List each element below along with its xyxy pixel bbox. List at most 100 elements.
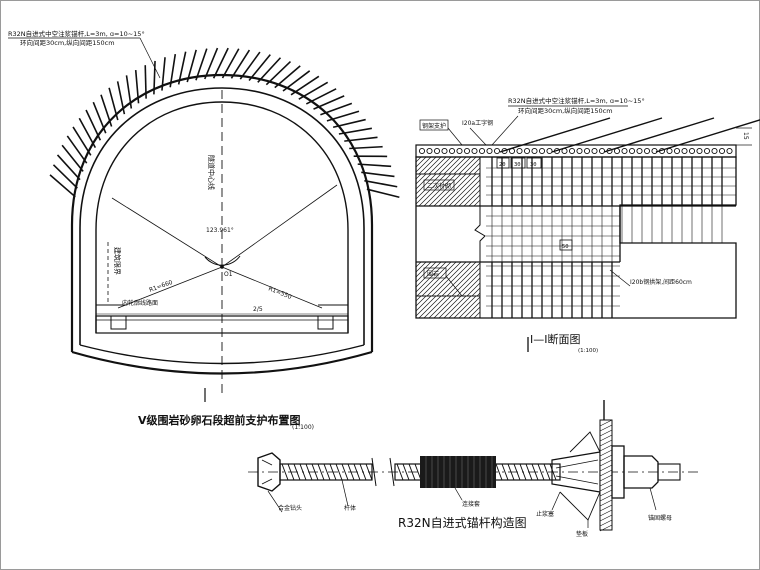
tunnel-note-line1: R32N自进式中空注浆锚杆,L=3m, ɑ=10~15°	[8, 29, 145, 38]
hatch-line	[415, 261, 427, 273]
break-line	[474, 157, 486, 318]
label-secondary-lining: 二次衬砌	[427, 182, 451, 190]
lining-circle	[523, 147, 531, 155]
thread	[543, 463, 551, 481]
section-scale: (1:100)	[578, 348, 598, 354]
hatch-line	[423, 156, 442, 175]
hatch-line	[415, 156, 432, 173]
thread	[293, 463, 301, 481]
label-i20-steel: I20a工字钢	[462, 119, 493, 127]
dim-box-1	[496, 157, 510, 169]
lining-circle	[621, 147, 628, 155]
label-drill-bit: 合金钻头	[278, 504, 302, 512]
hatch-line	[453, 156, 472, 175]
hatch-line	[458, 184, 481, 207]
hatch-line	[415, 173, 447, 205]
anchor-bolt	[364, 179, 398, 188]
label-stopper: 止浆塞	[536, 510, 554, 518]
primary-support	[79, 87, 365, 345]
hatch-line	[415, 261, 432, 278]
hatch-line	[463, 157, 481, 175]
i20-leader	[469, 127, 487, 146]
hatch-line	[456, 272, 481, 297]
hatch-line	[423, 295, 447, 319]
thread	[495, 463, 503, 481]
anchor-bolt	[49, 174, 76, 198]
wall-hatch	[599, 504, 613, 512]
hatch-line	[453, 295, 477, 319]
lining-circle	[538, 147, 546, 155]
drill-bit	[257, 452, 281, 492]
hatch-line	[443, 173, 477, 207]
hatch-line	[415, 261, 437, 283]
anchor-bolt	[257, 57, 282, 83]
anchor-bolt	[66, 135, 88, 164]
stopper-leader	[551, 491, 561, 511]
tunnel-note-line2: 环向间距30cm,纵向间距150cm	[20, 38, 115, 47]
outer-lining	[70, 73, 374, 352]
thread	[549, 463, 557, 481]
coupler-leader	[454, 487, 463, 501]
thread	[525, 463, 533, 481]
radius-line-lower-left	[117, 266, 223, 309]
lining-circle	[703, 147, 711, 155]
lining-circle	[666, 147, 673, 155]
label-plate: 垫板	[576, 530, 588, 538]
tunnel-drawing-title: Ⅴ级围岩砂卵石段超前支护布置图	[138, 413, 301, 427]
anchor-bolt-fan	[49, 47, 400, 199]
hatch-line	[428, 295, 452, 319]
label-angle: 123.961°	[206, 227, 234, 234]
hatch-line	[426, 261, 462, 297]
hatched-lining	[415, 156, 481, 319]
anchor-bolt	[366, 188, 400, 199]
wall-hatch	[599, 489, 613, 497]
lining-circle	[688, 147, 696, 155]
label-road-contour: 内轮廓线路面	[122, 299, 158, 307]
drill-leader	[267, 490, 283, 513]
section-note-line1: R32N自进式中空注浆锚杆,L=3m, ɑ=10~15°	[508, 96, 645, 105]
thread	[299, 463, 307, 481]
thread	[519, 463, 527, 481]
lining-circle	[486, 147, 493, 155]
hatch-line	[428, 156, 447, 175]
lining-circle	[718, 147, 726, 155]
lining-circle	[441, 147, 448, 155]
coupler	[420, 456, 496, 488]
label-steel-support: 钢架支护	[422, 122, 446, 130]
label-box-lining2	[423, 179, 455, 191]
hatch-line	[433, 156, 452, 175]
lining-circle	[478, 147, 486, 155]
wall-hatch	[599, 479, 613, 487]
anchor-bolt	[56, 154, 81, 181]
drain-left	[110, 315, 127, 330]
lining-circle	[726, 147, 733, 155]
tunnel-drawing-scale: (1:100)	[292, 424, 314, 431]
hatch-line	[433, 295, 457, 319]
anchor-bolt-detail: 合金钻头 杆体 连接套 止浆塞 垫板 锚固螺母 R32N自进式锚杆构造图	[248, 400, 700, 538]
hatch-line	[468, 194, 481, 207]
hatch-line	[441, 261, 477, 297]
hatch-line	[466, 282, 481, 297]
anchor-bolt	[186, 49, 197, 83]
label-radius-left: R1=660	[148, 279, 174, 294]
center-point	[220, 265, 224, 269]
hatch-line	[463, 189, 481, 207]
label-span-dim: 2/5	[253, 306, 263, 313]
wall-hatch	[599, 514, 613, 522]
lining-circle	[651, 147, 658, 155]
thread	[341, 463, 349, 481]
angle-arc	[204, 255, 241, 266]
hatch-line	[415, 295, 427, 307]
lining-circle	[583, 147, 591, 155]
lining-circle	[471, 147, 478, 155]
anchor-bolt	[357, 163, 392, 168]
hatch-line	[415, 295, 422, 302]
thread	[501, 463, 509, 481]
hatch-line	[415, 173, 442, 200]
note-leader	[139, 37, 161, 79]
thread	[408, 463, 416, 481]
hatch-line	[451, 267, 481, 297]
anchor-bolt	[248, 54, 271, 81]
hatch-line	[418, 295, 442, 319]
stopper-lines	[555, 459, 599, 485]
